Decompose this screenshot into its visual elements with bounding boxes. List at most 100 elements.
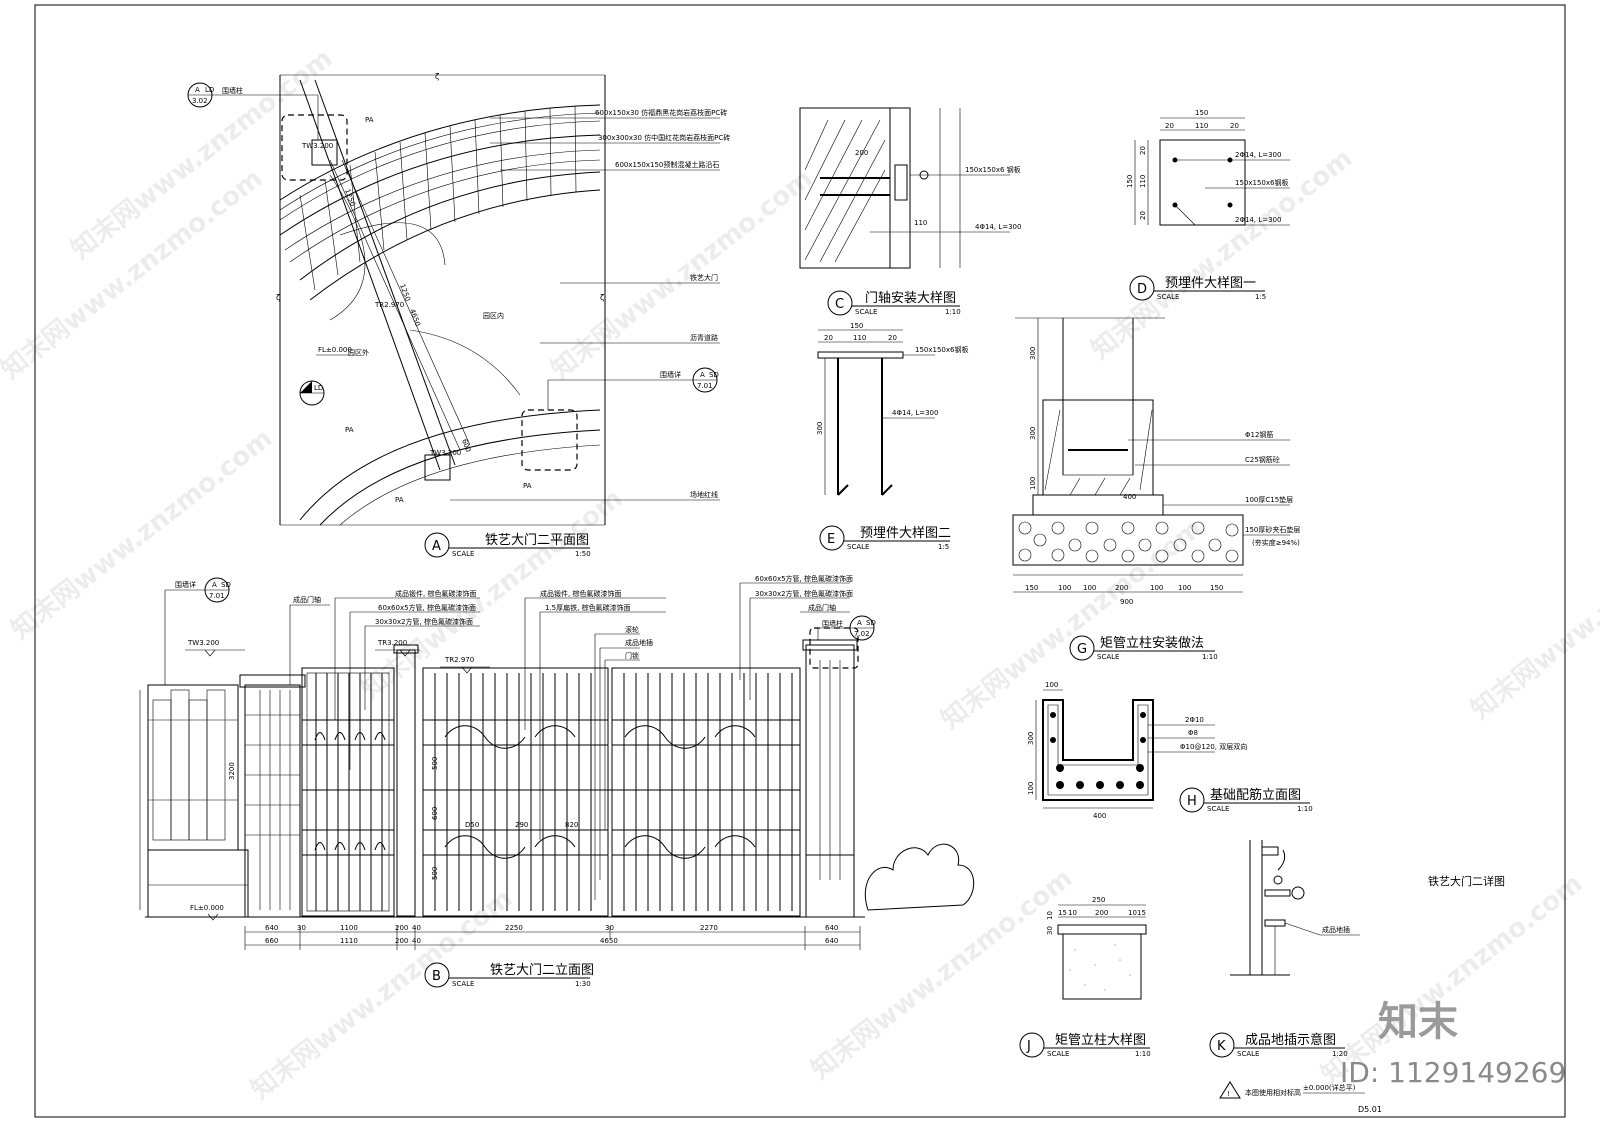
svg-text:知末网www.znzmo.com: 知末网www.znzmo.com (936, 513, 1208, 735)
svg-text:J: J (1026, 1039, 1031, 1054)
svg-text:2250: 2250 (505, 924, 523, 932)
svg-text:C: C (835, 297, 844, 312)
svg-text:20: 20 (1139, 146, 1147, 155)
detail-g-title: G 矩管立柱安装做法 SCALE 1:10 (1069, 635, 1218, 661)
svg-text:300: 300 (816, 422, 824, 435)
svg-text:铁艺大门二平面图: 铁艺大门二平面图 (485, 533, 589, 548)
svg-text:1:10: 1:10 (1135, 1050, 1151, 1058)
svg-text:ζ: ζ (600, 293, 604, 302)
svg-text:3200: 3200 (228, 762, 236, 780)
detail-j-title: J 矩管立柱大样图 SCALE 1:10 (1019, 1032, 1151, 1058)
svg-text:30: 30 (1046, 926, 1054, 935)
svg-text:110: 110 (1195, 122, 1208, 130)
svg-text:110: 110 (914, 219, 927, 227)
svg-text:100: 100 (1058, 584, 1071, 592)
svg-text:400: 400 (1123, 493, 1136, 501)
svg-text:2270: 2270 (700, 924, 718, 932)
svg-text:20: 20 (824, 334, 833, 342)
detail-b-elevation: 围墙详 成品门轴 成品锻件, 棕色氟碳漆饰面 60x60x5方管, 棕色氟碳漆饰… (139, 574, 975, 988)
svg-text:4Φ14, L=300: 4Φ14, L=300 (975, 223, 1021, 231)
svg-text:1:20: 1:20 (1332, 1050, 1348, 1058)
watermark-id: ID: 1129149269 (1340, 1056, 1566, 1089)
svg-text:TR2.970: TR2.970 (444, 656, 474, 664)
svg-text:4650: 4650 (408, 308, 422, 327)
svg-text:场地红线: 场地红线 (690, 490, 718, 499)
svg-text:1110: 1110 (340, 937, 358, 945)
svg-text:门轴安装大样图: 门轴安装大样图 (865, 291, 956, 306)
svg-text:FL±0.000: FL±0.000 (190, 904, 224, 912)
svg-text:200: 200 (1095, 909, 1108, 917)
svg-text:2Φ10: 2Φ10 (1185, 716, 1204, 724)
svg-text:200: 200 (395, 924, 408, 932)
svg-text:知末网www.znzmo.com: 知末网www.znzmo.com (1466, 503, 1600, 725)
svg-text:1:50: 1:50 (575, 550, 591, 558)
svg-text:SD: SD (709, 371, 719, 379)
svg-text:PA: PA (365, 116, 374, 124)
elevation-ref-2: A SD 7.02 (849, 615, 876, 641)
svg-text:7.02: 7.02 (854, 630, 870, 638)
svg-text:100: 100 (1083, 584, 1096, 592)
svg-text:1:10: 1:10 (1202, 653, 1218, 661)
svg-text:SCALE: SCALE (1097, 653, 1119, 661)
svg-text:SCALE: SCALE (1047, 1050, 1069, 1058)
svg-text:D50: D50 (465, 821, 479, 829)
svg-text:500: 500 (431, 867, 439, 880)
svg-text:100: 100 (1178, 584, 1191, 592)
svg-text:D: D (1137, 282, 1147, 297)
svg-text:E: E (827, 532, 835, 547)
svg-text:1100: 1100 (340, 924, 358, 932)
svg-text:15: 15 (1058, 909, 1067, 917)
svg-text:150x150x6钢板: 150x150x6钢板 (1235, 178, 1288, 187)
svg-text:1.5厚扁铁, 棕色氟碳漆饰面: 1.5厚扁铁, 棕色氟碳漆饰面 (545, 603, 631, 612)
plan-ref-3: LD (299, 380, 325, 406)
svg-text:4Φ14, L=300: 4Φ14, L=300 (892, 409, 938, 417)
detail-a-title: A 铁艺大门二平面图 SCALE 1:50 (424, 532, 591, 558)
svg-text:150: 150 (1195, 109, 1208, 117)
svg-text:100: 100 (1027, 782, 1035, 795)
svg-text:640: 640 (825, 937, 838, 945)
svg-text:B: B (432, 969, 441, 984)
svg-text:300x300x30 仿中国红花岗岩荔枝面PC砖: 300x300x30 仿中国红花岗岩荔枝面PC砖 (598, 133, 730, 142)
svg-text:PA: PA (523, 482, 532, 490)
svg-text:200: 200 (855, 149, 868, 157)
detail-d-title: D 预埋件大样图一 SCALE 1:5 (1129, 275, 1266, 301)
svg-text:SCALE: SCALE (452, 550, 474, 558)
svg-text:200: 200 (395, 937, 408, 945)
plan-ref-1: A LD 3.02 围墙柱 (187, 82, 319, 140)
svg-text:PA: PA (345, 426, 354, 434)
svg-text:660: 660 (265, 937, 278, 945)
svg-text:铁艺大门: 铁艺大门 (690, 273, 718, 282)
svg-text:A: A (857, 619, 862, 627)
svg-text:成品地插: 成品地插 (1322, 925, 1350, 934)
svg-text:Φ12钢筋: Φ12钢筋 (1245, 430, 1273, 439)
svg-text:7.01: 7.01 (209, 592, 225, 600)
svg-text:Φ10@120, 双层双向: Φ10@120, 双层双向 (1180, 742, 1247, 751)
svg-text:知末网www.znzmo.com: 知末网www.znzmo.com (6, 423, 278, 645)
note-block: ! 本图使用相对标高 ±0.000(详总平) (1219, 1081, 1365, 1099)
svg-text:!: ! (1227, 1090, 1230, 1098)
wall-detail-callout (521, 409, 578, 471)
svg-text:400: 400 (1093, 812, 1106, 820)
svg-text:60x60x5方管, 棕色氟碳漆饰面: 60x60x5方管, 棕色氟碳漆饰面 (378, 603, 476, 612)
detail-k-drop-bolt: 成品地插 K 成品地插示意图 SCALE 1:20 (1209, 840, 1360, 1058)
svg-text:300: 300 (1029, 347, 1037, 360)
svg-text:围墙详: 围墙详 (175, 580, 196, 589)
svg-text:门锁: 门锁 (625, 651, 639, 660)
svg-text:1:10: 1:10 (945, 308, 961, 316)
svg-text:10: 10 (1128, 909, 1137, 917)
svg-text:沥青道路: 沥青道路 (690, 333, 718, 342)
svg-text:500: 500 (431, 757, 439, 770)
svg-text:滚轮: 滚轮 (625, 625, 639, 634)
svg-text:SCALE: SCALE (855, 308, 877, 316)
svg-text:10: 10 (1046, 911, 1054, 920)
svg-text:围墙详: 围墙详 (660, 370, 681, 379)
detail-g-post-install: 300 300 100 150 100 100 200 100 100 150 … (1012, 317, 1300, 661)
svg-text:园区内: 园区内 (483, 311, 504, 320)
svg-text:围墙柱: 围墙柱 (822, 619, 843, 628)
svg-text:100: 100 (1045, 681, 1058, 689)
svg-text:LD: LD (314, 384, 323, 392)
svg-text:150: 150 (1126, 175, 1134, 188)
detail-e-title: E 预埋件大样图二 SCALE 1:5 (819, 525, 951, 551)
svg-text:SCALE: SCALE (847, 543, 869, 551)
